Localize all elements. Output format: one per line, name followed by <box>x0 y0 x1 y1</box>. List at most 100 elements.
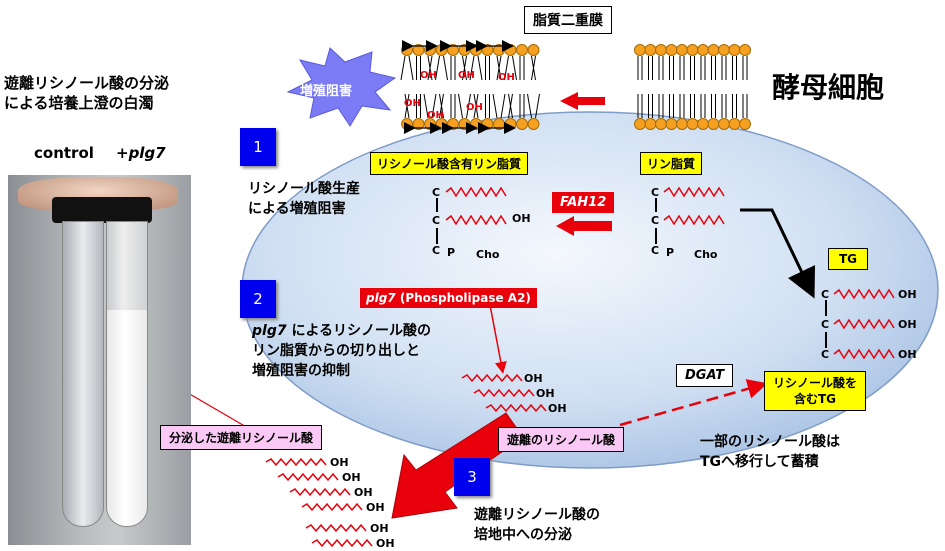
lipid-head <box>728 118 741 130</box>
chem-oh: OH <box>898 318 917 331</box>
box-tg: TG <box>828 248 869 270</box>
box-free-ricinoleic: 遊離のリシノール酸 <box>498 427 625 452</box>
step2-number: 2 <box>240 280 276 318</box>
lipid-head <box>470 44 482 56</box>
tube-plg7 <box>106 221 148 527</box>
box-fah12: FAH12 <box>552 192 615 213</box>
lipid-head <box>527 44 540 56</box>
lipid-head <box>516 118 528 130</box>
fatty-acid-chain <box>833 288 895 300</box>
step2-line2: リン脂質からの切り出しと <box>252 343 420 359</box>
chem-c: C <box>821 318 830 331</box>
fatty-acid-chain <box>445 214 507 226</box>
red-arrow-membrane <box>560 92 605 110</box>
fatty-acid-chain <box>833 318 895 330</box>
lipid-head <box>435 44 448 56</box>
membrane-oh: OH <box>458 70 475 81</box>
lipid-head <box>676 118 688 130</box>
lipid-head <box>728 44 741 56</box>
lipid-head <box>739 118 751 130</box>
step3-number: 3 <box>454 458 490 496</box>
step3-line2: 培地中への分泌 <box>474 527 572 543</box>
fatty-acid-chain <box>485 403 547 413</box>
chem-oh: OH <box>548 402 567 415</box>
lipid-head <box>527 118 540 130</box>
membrane-oh: OH <box>420 70 437 81</box>
growth-inhibition-label: 増殖阻害 <box>300 84 353 99</box>
tube-control <box>62 221 104 527</box>
lipid-head <box>676 44 688 56</box>
yeast-cell-label: 酵母細胞 <box>772 71 885 104</box>
lipid-head <box>718 44 730 56</box>
membrane-oh: OH <box>404 98 421 109</box>
partial-line2: TGへ移行して蓄積 <box>700 454 819 470</box>
chem-c: C <box>651 214 660 227</box>
chem-oh: OH <box>354 486 373 499</box>
membrane-oh: OH <box>466 102 483 113</box>
box-plg7: plg7 (Phospholipase A2) <box>360 288 537 308</box>
step2-line3: 増殖阻害の抑制 <box>252 363 350 379</box>
growth-inhibition-burst <box>286 47 397 127</box>
label-control: control <box>34 144 94 162</box>
lipid-head <box>707 118 720 130</box>
membrane-oh: OH <box>427 110 444 121</box>
fatty-acid-chain <box>265 457 327 467</box>
lipid-head <box>665 44 678 56</box>
fatty-acid-chain <box>289 487 351 497</box>
chem-c: C <box>651 244 660 257</box>
chem-oh: OH <box>376 537 395 550</box>
fatty-acid-chain <box>301 502 363 512</box>
box-secreted: 分泌した遊離リシノール酸 <box>160 425 323 450</box>
chem-oh: OH <box>524 372 543 385</box>
lipid-head <box>470 118 482 130</box>
lipid-head <box>644 118 657 130</box>
fatty-acid-chain <box>461 373 523 383</box>
lipid-head <box>739 44 751 56</box>
box-ricinoleic-phospholipid: リシノール酸含有リン脂質 <box>370 152 529 175</box>
lipid-head <box>686 44 699 56</box>
chem-c: C <box>432 214 441 227</box>
membrane-title: 脂質二重膜 <box>524 6 612 34</box>
chem-oh: OH <box>342 471 361 484</box>
fatty-acid-chain <box>311 538 373 548</box>
lipid-head <box>634 44 646 56</box>
left-heading-line2: による培養上澄の白濁 <box>4 94 154 112</box>
fatty-acid-chain <box>663 214 725 226</box>
lipid-head <box>697 118 709 130</box>
lipid-head <box>634 118 646 130</box>
tube-photo <box>8 175 191 545</box>
chem-cho: Cho <box>694 248 718 261</box>
label-plg7: +plg7 <box>116 144 166 162</box>
box-tg-ricinoleic: リシノール酸を 含むTG <box>764 371 867 411</box>
chem-oh: OH <box>330 456 349 469</box>
fatty-acid-chain <box>445 186 507 198</box>
chem-c: C <box>821 348 830 361</box>
chem-cho: Cho <box>476 248 500 261</box>
fatty-acid-chain <box>277 472 339 482</box>
lipid-head <box>718 118 730 130</box>
lipid-head <box>665 118 678 130</box>
step1-line1: リシノール酸生産 <box>248 181 360 197</box>
step1-number: 1 <box>240 128 276 166</box>
chem-c: C <box>821 288 830 301</box>
chem-c: C <box>432 186 441 199</box>
box-phospholipid: リン脂質 <box>640 152 703 175</box>
dgat-arrow <box>619 379 768 427</box>
plg7-arrow <box>489 304 507 374</box>
chem-p: P <box>666 246 675 259</box>
chem-oh: OH <box>366 501 385 514</box>
lipid-head <box>697 44 709 56</box>
chem-c: C <box>651 186 660 199</box>
tube-caps <box>52 197 152 223</box>
chem-oh: OH <box>512 212 531 225</box>
chem-oh: OH <box>370 522 389 535</box>
lipid-head <box>707 44 720 56</box>
lipid-head <box>686 118 699 130</box>
chem-c: C <box>432 244 441 257</box>
lipid-head <box>655 118 667 130</box>
partial-line1: 一部のリシノール酸は <box>700 434 840 450</box>
step3-line1: 遊離リシノール酸の <box>474 507 600 523</box>
fatty-acid-chain <box>663 186 725 198</box>
lipid-head <box>644 44 657 56</box>
chem-p: P <box>447 246 456 259</box>
